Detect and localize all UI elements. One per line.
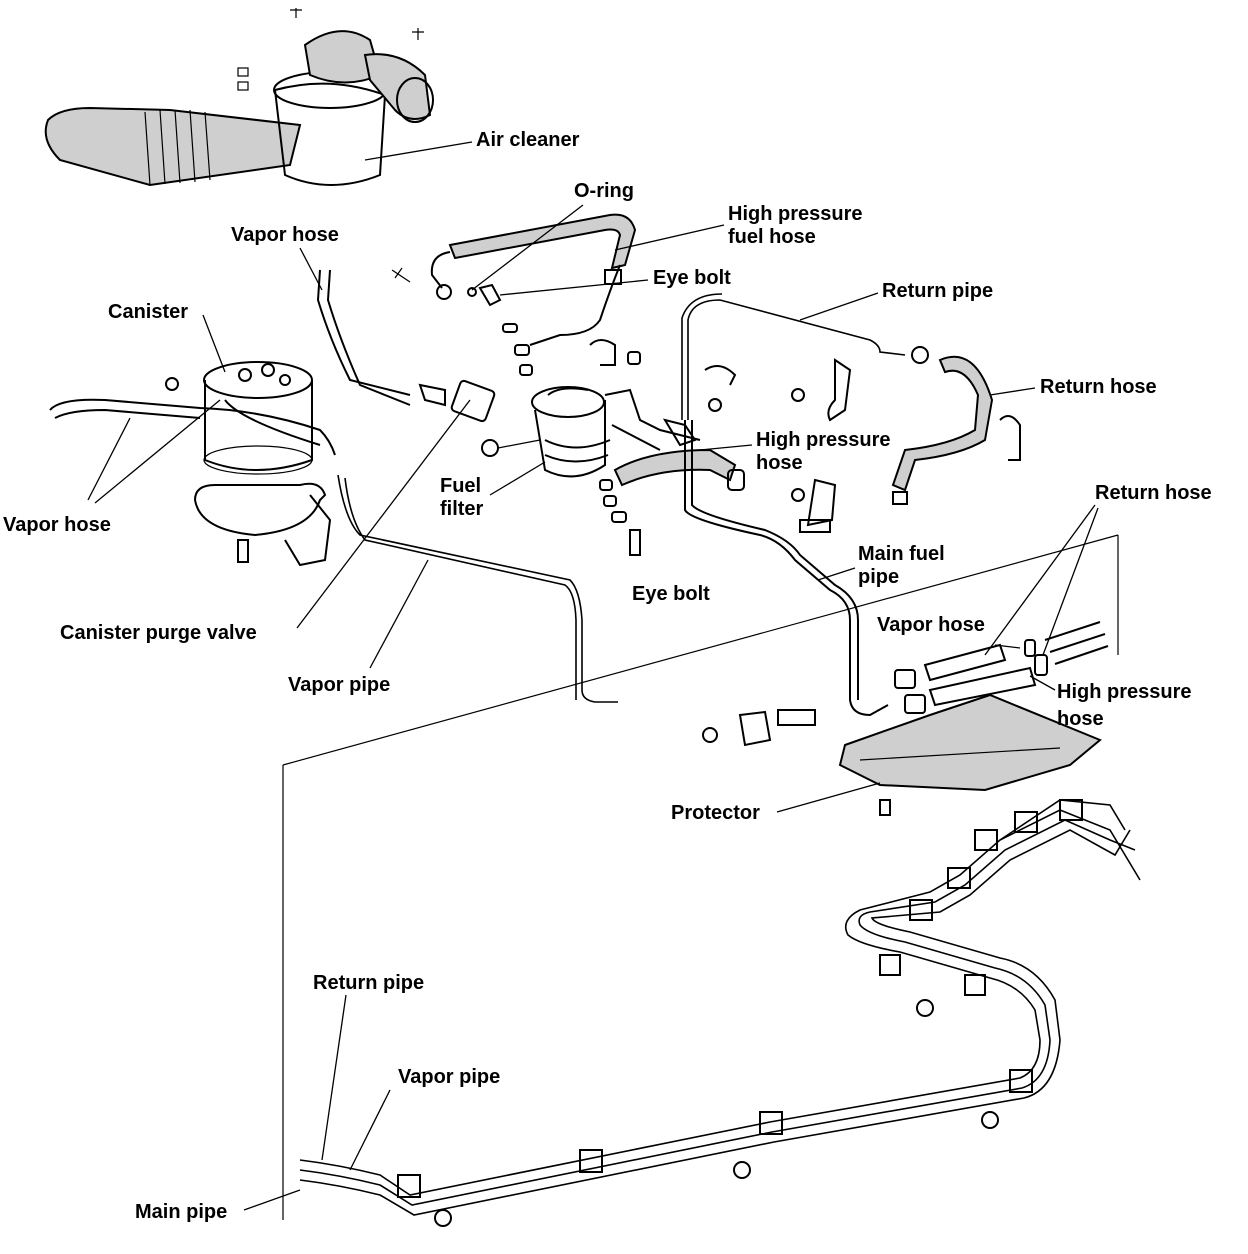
label-return-pipe-top: Return pipe bbox=[882, 280, 994, 302]
canister-purge-valve bbox=[418, 379, 496, 423]
label-high-pressure-fuel-hose: High pressure fuel hose bbox=[728, 203, 863, 248]
label-o-ring: O-ring bbox=[574, 180, 634, 202]
label-main-pipe: Main pipe bbox=[135, 1201, 228, 1223]
label-return-hose-mid: Return hose bbox=[1040, 376, 1157, 398]
label-air-cleaner: Air cleaner bbox=[476, 129, 580, 151]
fuel-filter-assembly bbox=[481, 386, 745, 556]
label-vapor-hose-left: Vapor hose bbox=[3, 514, 111, 536]
label-vapor-pipe-mid: Vapor pipe bbox=[288, 674, 391, 696]
high-pressure-fuel-hose bbox=[391, 213, 641, 376]
label-canister: Canister bbox=[108, 301, 189, 323]
label-fuel-filter: Fuel filter bbox=[440, 475, 484, 520]
label-main-fuel-pipe: Main fuel pipe bbox=[858, 543, 945, 588]
label-vapor-hose-top: Vapor hose bbox=[231, 224, 339, 246]
main-pipe-run bbox=[282, 534, 1141, 1227]
label-eye-bolt-bottom: Eye bolt bbox=[632, 583, 710, 605]
label-high-pressure-hose-mid: High pressure hose bbox=[756, 429, 891, 474]
label-return-hose-right: Return hose bbox=[1095, 482, 1212, 504]
air-cleaner-assembly bbox=[44, 8, 434, 187]
return-pipe-and-hose bbox=[681, 293, 1021, 717]
label-high-pressure-hose-right: High pressure hose bbox=[1057, 681, 1192, 730]
label-vapor-pipe-bottom: Vapor pipe bbox=[398, 1066, 501, 1088]
label-protector: Protector bbox=[671, 802, 760, 824]
label-return-pipe-bottom: Return pipe bbox=[313, 972, 425, 994]
canister-assembly bbox=[49, 269, 618, 703]
right-hose-group bbox=[702, 621, 1109, 816]
label-eye-bolt-top: Eye bolt bbox=[653, 267, 731, 289]
label-canister-purge-valve: Canister purge valve bbox=[60, 622, 257, 644]
label-vapor-hose-right: Vapor hose bbox=[877, 614, 985, 636]
leader-lines bbox=[87, 141, 1099, 1211]
